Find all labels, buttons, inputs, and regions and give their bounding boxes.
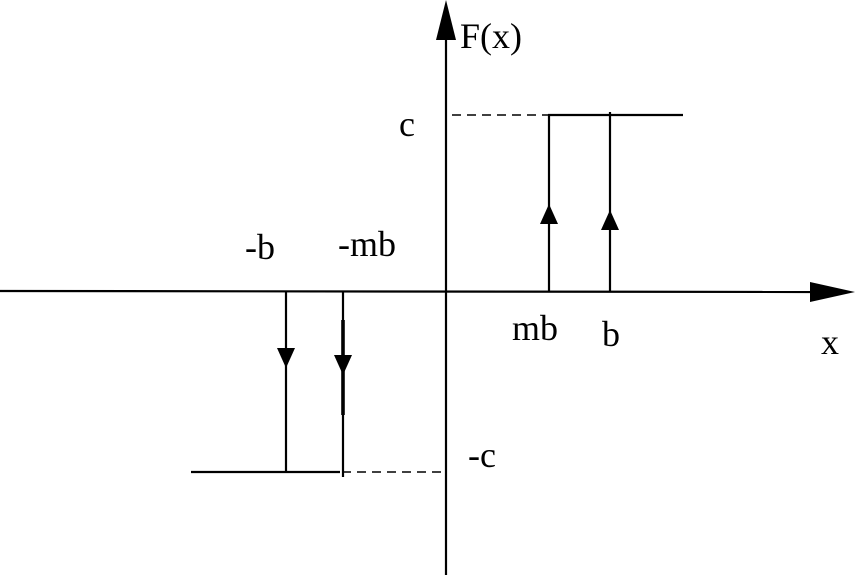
y-axis-arrowhead [436, 0, 456, 40]
neg-b-label: -b [245, 227, 275, 267]
x-axis-label: x [821, 322, 839, 362]
c-label: c [399, 104, 415, 144]
neg-mb-label: -mb [338, 224, 396, 264]
down-arrow-neg-mb [334, 355, 352, 375]
mb-label: mb [512, 308, 558, 348]
b-label: b [602, 314, 620, 354]
x-axis-arrowhead [810, 282, 855, 302]
up-arrow-b [601, 210, 619, 230]
neg-c-label: -c [468, 435, 496, 475]
y-axis-label: F(x) [460, 16, 522, 56]
up-arrow-mb [540, 204, 558, 224]
down-arrow-neg-b [277, 348, 295, 368]
x-axis [0, 289, 813, 294]
